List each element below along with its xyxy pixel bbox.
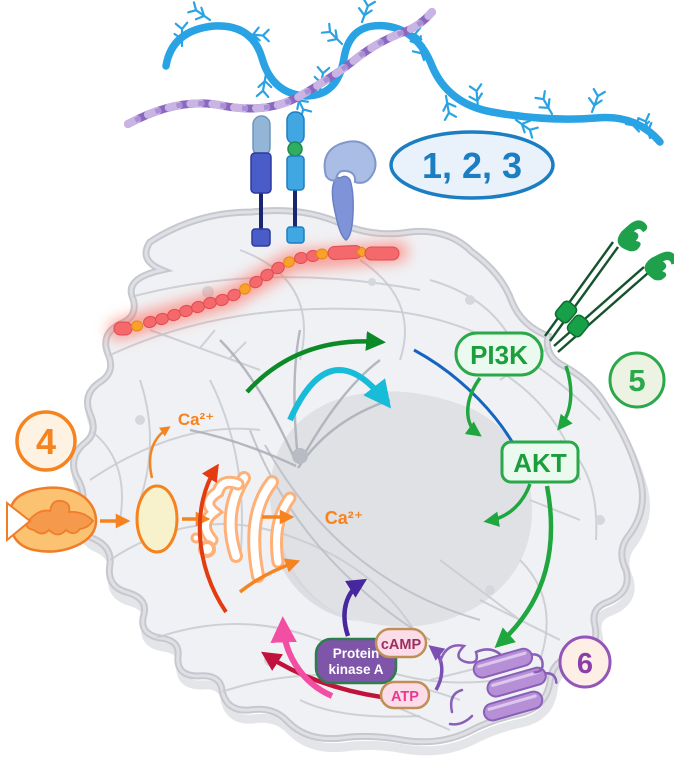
calcium-label-nucleus: Ca²⁺ xyxy=(325,508,364,528)
arrow-receptor-akt xyxy=(557,365,573,431)
channel-oval xyxy=(135,484,179,554)
arrow-akt-nucleus xyxy=(483,483,532,527)
claw-head-1 xyxy=(617,220,648,252)
badge-5-label: 5 xyxy=(628,363,645,398)
signal-arrows xyxy=(100,331,573,701)
arrow-red-calcium xyxy=(197,463,228,614)
arrow-akt-cyclase xyxy=(494,485,554,648)
pka-label-line2: kinase A xyxy=(328,662,383,677)
pi3k-label: PI3K xyxy=(470,340,528,370)
arrow-cyan xyxy=(287,367,392,422)
arrow-calcium-release xyxy=(148,426,171,479)
blue-branched-ecm-fiber xyxy=(162,0,664,146)
badge-6: 6 xyxy=(558,635,612,689)
badge-6-label: 6 xyxy=(577,648,593,680)
camp-pill: cAMP xyxy=(374,627,428,659)
pi3k-box: PI3K xyxy=(454,331,544,377)
ligand-dot xyxy=(287,141,303,157)
er-golgi-stack xyxy=(190,471,297,583)
badge-4: 4 xyxy=(15,410,77,472)
membrane-receptor-cyan xyxy=(286,111,305,244)
badge-1-2-3-label: 1, 2, 3 xyxy=(422,145,522,186)
pka-label-line1: Protein xyxy=(333,646,380,661)
mushroom-receptor xyxy=(323,140,377,241)
arrow-purple-camp xyxy=(428,645,446,691)
membrane-receptor-blue xyxy=(250,115,272,247)
mechanosensor-seed xyxy=(6,486,98,553)
claw-head-2 xyxy=(644,251,674,281)
akt-box: AKT xyxy=(500,440,580,484)
pka-box: Protein kinase A xyxy=(314,637,398,685)
badge-5: 5 xyxy=(608,351,666,409)
purple-twisted-ecm-fiber xyxy=(124,8,436,128)
arrow-indigo-pka xyxy=(342,578,368,637)
arrow-orange-arc xyxy=(238,558,301,594)
arrow-pi3k-akt xyxy=(464,376,482,437)
actin-filament-beads xyxy=(108,242,408,340)
green-claw-receptor xyxy=(544,220,674,353)
calcium-label-cytosol: Ca²⁺ xyxy=(178,410,214,429)
atp-label: ATP xyxy=(391,689,419,705)
badge-1-2-3: 1, 2, 3 xyxy=(389,130,555,200)
atp-pill: ATP xyxy=(379,680,431,710)
arrow-dark-green xyxy=(245,331,386,394)
arrow-crimson xyxy=(261,651,389,701)
camp-label: cAMP xyxy=(381,637,422,653)
badge-4-label: 4 xyxy=(36,421,56,462)
arrow-pink xyxy=(270,616,334,699)
adenylyl-cyclase-helices xyxy=(438,644,558,726)
akt-label: AKT xyxy=(513,448,567,478)
